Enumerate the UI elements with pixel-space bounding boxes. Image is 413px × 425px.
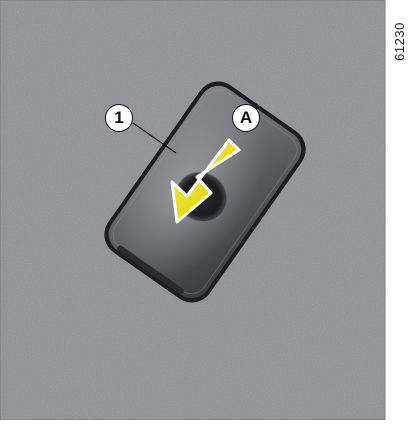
callout-a: A (232, 104, 260, 132)
reference-code-text: 61230 (392, 22, 407, 61)
callout-a-label: A (240, 108, 252, 128)
callout-1-label: 1 (114, 108, 123, 128)
callout-1: 1 (105, 104, 133, 132)
reference-code: 61230 (388, 10, 410, 72)
